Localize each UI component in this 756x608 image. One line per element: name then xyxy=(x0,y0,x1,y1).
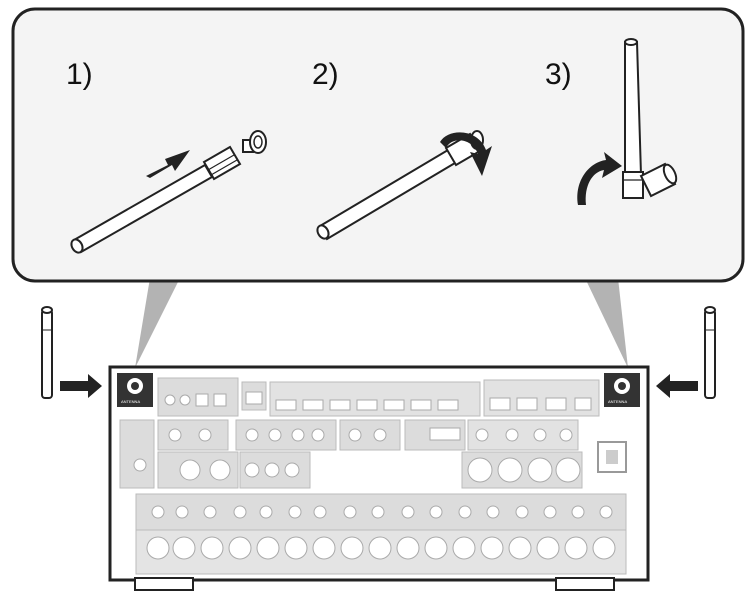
left-insert-arrow-icon xyxy=(60,374,102,398)
antenna-connector-icon xyxy=(242,130,267,154)
left-antenna-label: ANTENNA xyxy=(121,399,140,404)
step-3-illustration xyxy=(577,38,678,205)
callout-tail-left xyxy=(135,278,180,368)
step-1-illustration xyxy=(70,130,267,254)
right-antenna-icon xyxy=(704,306,716,399)
left-antenna-terminal: ANTENNA xyxy=(117,373,153,407)
step-3-label: 3) xyxy=(545,58,572,91)
push-arrow-icon xyxy=(146,150,190,178)
step-2-illustration xyxy=(316,130,492,241)
right-insert-arrow-icon xyxy=(656,374,698,398)
right-antenna-terminal: ANTENNA xyxy=(604,373,640,407)
step-1-label: 1) xyxy=(66,58,93,91)
raise-arrow-icon xyxy=(577,152,622,205)
right-antenna-label: ANTENNA xyxy=(608,399,627,404)
callout-tail-right xyxy=(585,278,628,368)
step-2-label: 2) xyxy=(312,58,339,91)
receiver-rear-panel: ANTENNA ANTENNA xyxy=(108,365,650,591)
left-antenna-icon xyxy=(41,306,53,399)
right-foot xyxy=(555,577,615,591)
instruction-callout-bubble xyxy=(11,7,745,283)
left-foot xyxy=(134,577,194,591)
antenna-rod-step3 xyxy=(624,41,643,176)
rotate-arrow-icon xyxy=(440,132,492,176)
